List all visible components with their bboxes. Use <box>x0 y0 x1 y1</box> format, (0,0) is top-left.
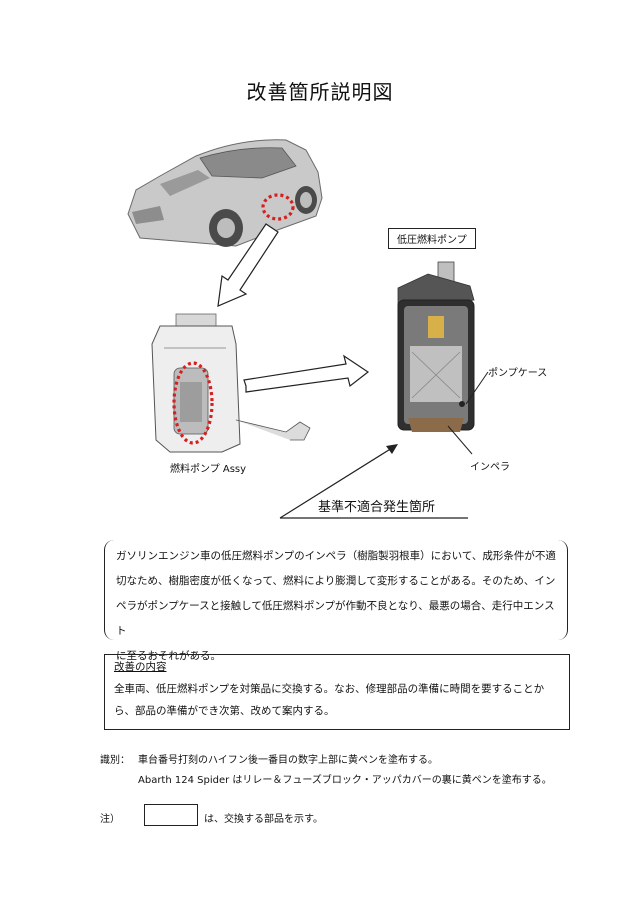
nonconformity-leader <box>279 447 393 519</box>
fuel-pump-assy-illustration <box>151 313 311 453</box>
description-line: 切なため、樹脂密度が低くなって、燃料により膨潤して変形することがある。そのため、… <box>116 575 556 587</box>
low-pressure-pump-label: 低圧燃料ポンプ <box>388 228 476 249</box>
diagram-illustration <box>127 139 489 519</box>
description-line: ペラがポンプケースと接触して低圧燃料ポンプが作動不良となり、最悪の場合、走行中エ… <box>116 600 555 637</box>
car-illustration <box>127 139 323 247</box>
improvement-heading: 改善の内容 <box>114 661 167 673</box>
improvement-line: 全車両、低圧燃料ポンプを対策品に交換する。なお、修理部品の準備に時間を要すること… <box>114 683 545 695</box>
description-line: ガソリンエンジン車の低圧燃料ポンプのインペラ（樹脂製羽根車）において、成形条件が… <box>116 550 556 562</box>
impeller-leader <box>447 425 473 455</box>
page-title: 改善箇所説明図 <box>246 80 394 104</box>
note-label: 注） <box>100 814 120 825</box>
pump-case-label: ポンプケース <box>488 368 548 379</box>
arrow-car-to-assy <box>217 223 279 307</box>
description-line: に至るおそれがある。 <box>116 650 221 662</box>
note-text: は、交換する部品を示す。 <box>204 814 323 825</box>
description-text: ガソリンエンジン車の低圧燃料ポンプのインペラ（樹脂製羽根車）において、成形条件が… <box>116 544 562 669</box>
identification-label: 識別： <box>100 755 130 766</box>
fuel-pump-assy-label: 燃料ポンプ Assy <box>170 464 247 475</box>
nonconformity-arrowhead <box>386 444 398 454</box>
replacement-legend-box <box>144 804 198 826</box>
pump-case-leader <box>465 371 489 405</box>
impeller-label: インペラ <box>470 462 510 473</box>
improvement-content: 改善の内容 全車両、低圧燃料ポンプを対策品に交換する。なお、修理部品の準備に時間… <box>114 656 564 722</box>
car-highlight-circle <box>261 193 295 221</box>
improvement-box <box>104 654 570 730</box>
nonconformity-label: 基準不適合発生箇所 <box>318 500 436 515</box>
improvement-line: ら、部品の準備ができ次第、改めて案内する。 <box>114 705 335 717</box>
identification-line-1: 車台番号打刻のハイフン後一番目の数字上部に黄ペンを塗布する。 <box>138 755 438 766</box>
assy-highlight-circle <box>172 361 214 445</box>
low-pressure-pump-illustration <box>397 261 475 432</box>
arrow-assy-to-pump <box>243 354 370 393</box>
identification-line-2: Abarth 124 Spider はリレー＆フューズブロック・アッパカバーの裏… <box>138 775 552 786</box>
description-box <box>104 540 568 640</box>
